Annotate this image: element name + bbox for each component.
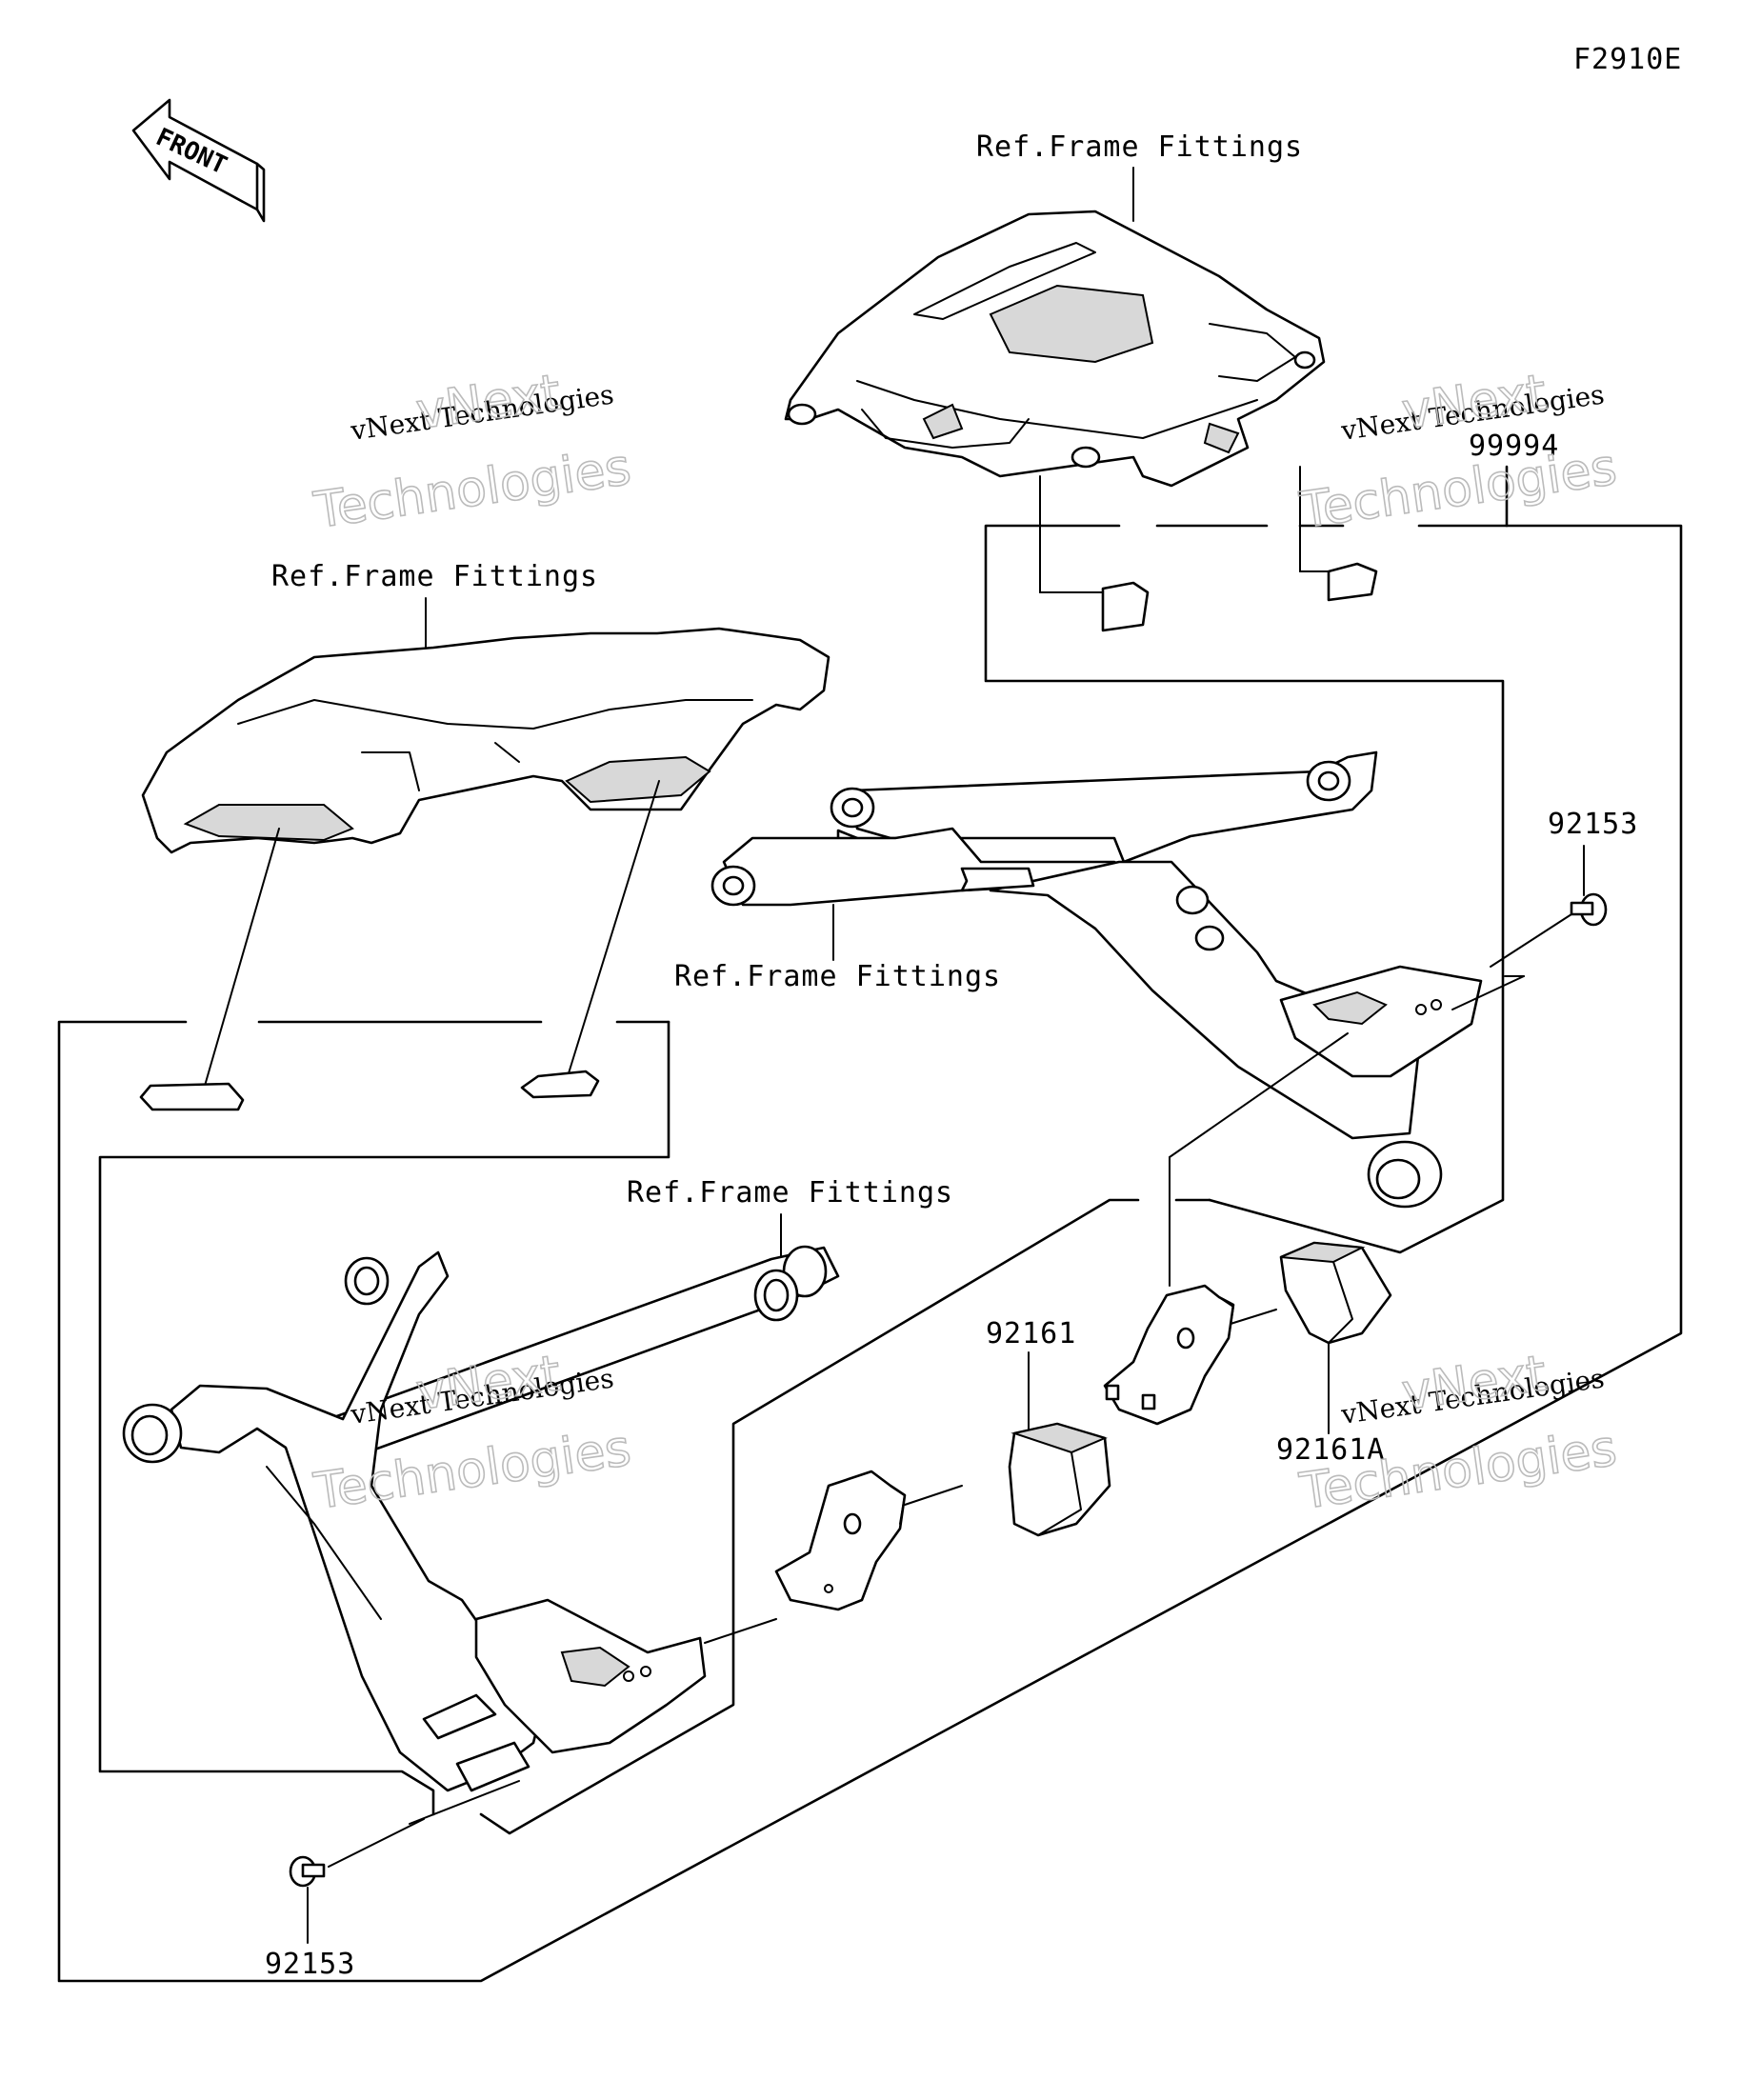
svg-text:vNext: vNext	[1398, 1345, 1550, 1422]
svg-text:vNext: vNext	[412, 364, 564, 441]
figure-code: F2910E	[1573, 43, 1682, 76]
svg-text:vNext: vNext	[412, 1345, 564, 1422]
mount-plate-left	[704, 1470, 963, 1644]
part-number-92161A: 92161A	[1276, 1433, 1385, 1467]
right-frame-bracket	[710, 750, 1483, 1209]
part-number-92153-right: 92153	[1548, 808, 1638, 841]
group-bracket-lower	[479, 1198, 1140, 1835]
group-bracket-top	[984, 524, 1505, 1254]
clip-plates-left	[139, 780, 660, 1111]
clip-plates-top	[1039, 466, 1378, 632]
front-arrow-icon: FRONT	[131, 98, 266, 223]
bolt-left-icon	[289, 1780, 520, 1888]
ref-label-lower: Ref.Frame Fittings	[627, 1176, 953, 1210]
part-number-99994: 99994	[1469, 430, 1559, 463]
watermark: vNext Technologies	[1295, 1345, 1621, 1522]
part-number-92161: 92161	[986, 1317, 1076, 1350]
slider-right	[1279, 1241, 1392, 1345]
part-number-92153-left: 92153	[265, 1948, 355, 1981]
group-bracket-left	[98, 1020, 670, 1816]
rear-frame-fitting	[784, 210, 1326, 488]
slider-left	[1008, 1422, 1111, 1537]
group-bracket-main	[57, 465, 1683, 1983]
svg-text:Technologies: Technologies	[310, 439, 634, 540]
mount-plate-right	[1103, 1032, 1349, 1426]
ref-label-top-right: Ref.Frame Fittings	[976, 130, 1303, 164]
ref-label-left-upper: Ref.Frame Fittings	[271, 560, 598, 593]
lower-frame-bracket	[122, 1245, 840, 1792]
ref-label-mid: Ref.Frame Fittings	[674, 960, 1001, 993]
bolt-right-icon	[1451, 892, 1608, 1010]
left-frame-fitting	[141, 627, 830, 854]
